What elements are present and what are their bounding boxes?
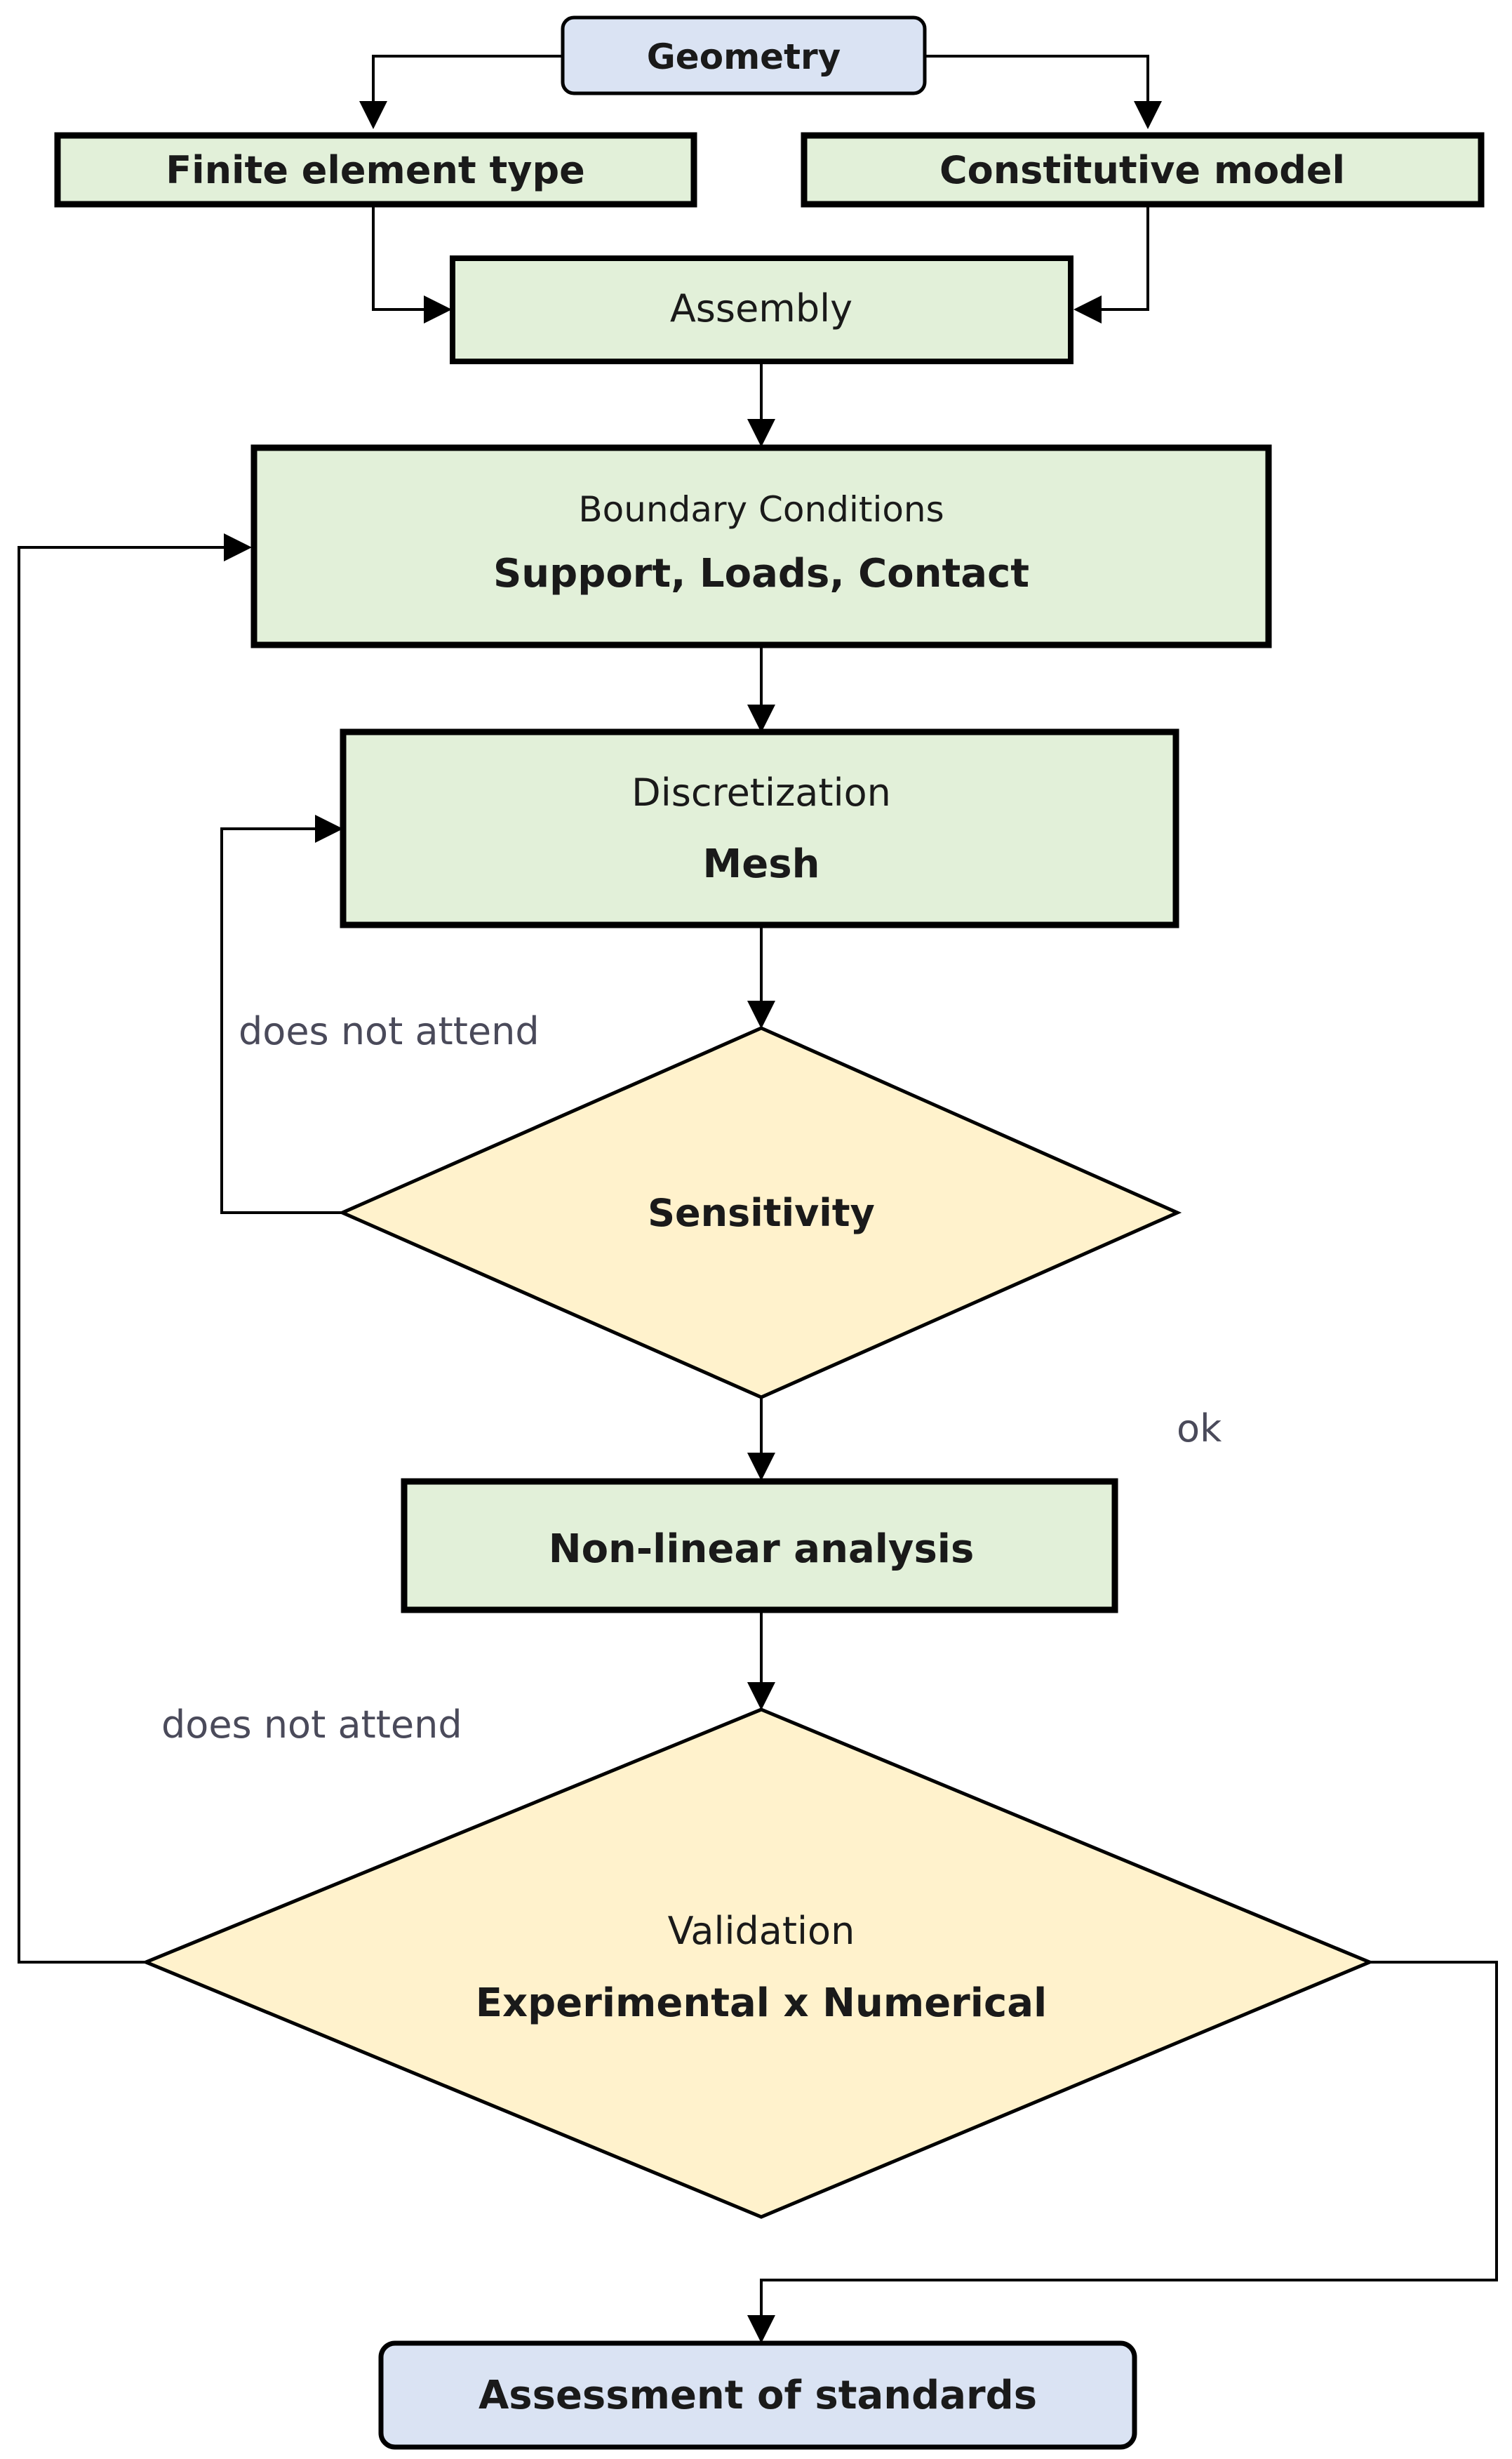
ok-label: ok xyxy=(1177,1406,1222,1451)
loop-label-discretization: does not attend xyxy=(239,1009,540,1053)
boundary-detail: Support, Loads, Contact xyxy=(493,551,1029,597)
node-nonlinear-analysis: Non-linear analysis xyxy=(401,1478,1118,1613)
arrow-finite-element-to-assembly xyxy=(372,204,452,324)
arrow-geometry-to-finite-element xyxy=(359,55,563,129)
assembly-label: Assembly xyxy=(670,286,852,331)
connectors xyxy=(18,55,1498,2343)
sensitivity-label: Sensitivity xyxy=(648,1191,875,1235)
assessment-label: Assessment of standards xyxy=(479,2373,1037,2418)
node-discretization: Discretization Mesh xyxy=(340,728,1179,928)
arrow-validation-loop-to-boundary xyxy=(18,533,252,1964)
constitutive-model-label: Constitutive model xyxy=(939,148,1345,192)
arrow-validation-to-assessment xyxy=(747,1961,1498,2343)
node-sensitivity: Sensitivity xyxy=(337,1026,1182,1399)
validation-title: Validation xyxy=(668,1909,855,1953)
arrow-sensitivity-loop-to-discretization xyxy=(220,815,343,1214)
node-constitutive-model: Constitutive model xyxy=(801,132,1485,208)
node-assembly: Assembly xyxy=(450,255,1073,364)
discretization-detail: Mesh xyxy=(703,841,820,887)
node-boundary-conditions: Boundary Conditions Support, Loads, Cont… xyxy=(250,444,1272,648)
validation-detail: Experimental x Numerical xyxy=(476,1980,1047,2026)
node-validation: Validation Experimental x Numerical xyxy=(141,1707,1374,2219)
node-finite-element-type: Finite element type xyxy=(54,132,697,208)
finite-element-type-label: Finite element type xyxy=(166,148,585,192)
node-geometry: Geometry xyxy=(561,15,927,95)
arrow-constitutive-to-assembly xyxy=(1073,204,1149,324)
arrow-geometry-to-constitutive xyxy=(925,55,1162,129)
nonlinear-label: Non-linear analysis xyxy=(549,1526,975,1572)
geometry-label: Geometry xyxy=(647,36,841,77)
node-assessment-of-standards: Assessment of standards xyxy=(378,2340,1137,2450)
loop-label-boundary: does not attend xyxy=(161,1702,462,1747)
discretization-title: Discretization xyxy=(631,771,891,815)
boundary-title: Boundary Conditions xyxy=(578,489,944,530)
